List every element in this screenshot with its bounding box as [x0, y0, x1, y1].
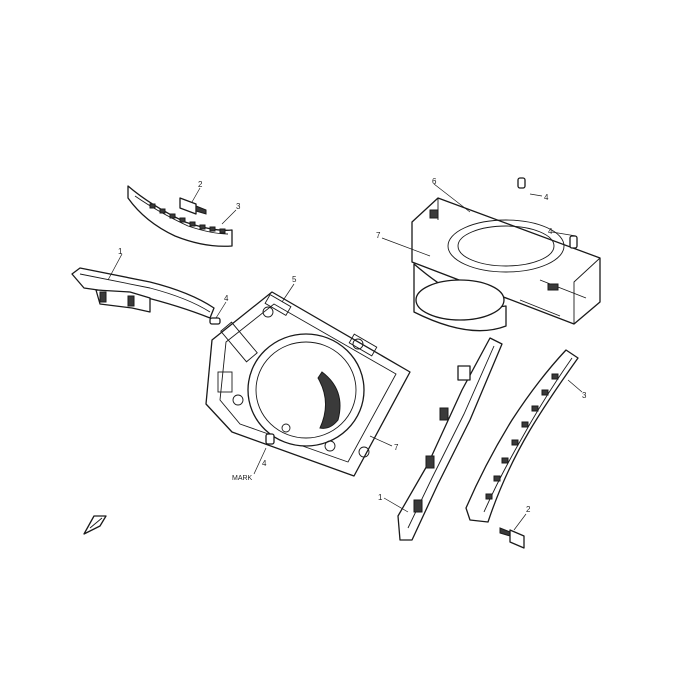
tensioner-bolt-upper	[179, 197, 207, 215]
mark-label: MARK	[232, 475, 253, 482]
callout-pin-top-right: 4	[544, 193, 549, 202]
callout-cylinder: 6	[432, 177, 437, 186]
cylinder-block	[411, 197, 601, 332]
callout-bolt-upper: 2	[198, 180, 203, 189]
callout-pin-left: 4	[224, 294, 229, 303]
callout-base-gasket: 5	[292, 275, 297, 284]
callout-cylinder-gasket: 7	[376, 231, 381, 240]
dowel-pin-left	[209, 317, 221, 325]
callout-pin-bottom: 4	[262, 459, 267, 468]
callout-pin-right: 4	[548, 227, 553, 236]
chain-guide-upper	[71, 267, 215, 319]
callout-tensioner-upper: 3	[236, 202, 241, 211]
leader-lines	[107, 183, 583, 531]
cylinder-base-gasket	[205, 291, 411, 477]
dowel-pin-bottom	[265, 433, 275, 445]
callout-gasket-right: 7	[394, 443, 399, 452]
tensioner-shoe-lower	[465, 349, 579, 523]
callout-chain-guide-lower: 1	[378, 493, 383, 502]
tensioner-bolt-lower	[499, 527, 525, 549]
tensioner-shoe-upper	[127, 185, 233, 247]
callout-bolt-lower: 2	[526, 505, 531, 514]
front-direction-arrow-icon	[83, 515, 107, 535]
chain-guide-lower	[397, 337, 503, 541]
callout-tensioner-lower: 3	[582, 391, 587, 400]
callout-chain-guide-upper: 1	[118, 247, 123, 256]
dowel-pin-right	[569, 235, 578, 249]
dowel-pin-top-right	[517, 177, 526, 189]
